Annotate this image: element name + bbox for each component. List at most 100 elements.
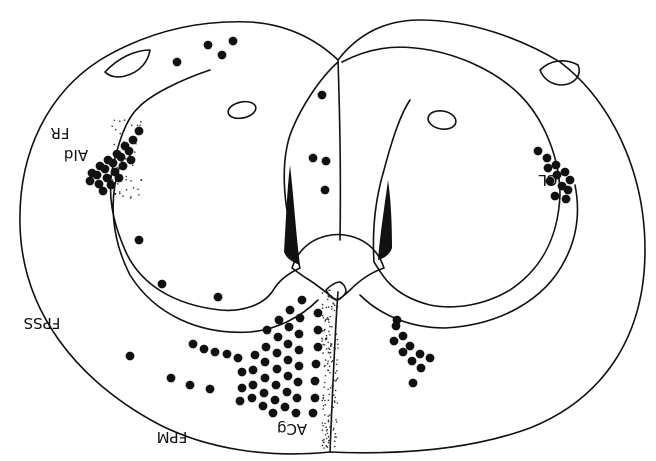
cell-dot xyxy=(214,293,223,302)
cell-dot xyxy=(284,372,293,381)
stipple-dot xyxy=(122,195,124,197)
cell-dot xyxy=(259,402,268,411)
stipple-dot xyxy=(336,421,338,423)
stipple-dot xyxy=(335,419,337,421)
stipple-dot xyxy=(330,343,332,345)
stipple-dot xyxy=(335,397,337,399)
stipple-dot xyxy=(328,321,330,323)
cell-dot xyxy=(551,192,560,201)
stipple-dot xyxy=(330,356,332,358)
central-notch xyxy=(292,235,384,301)
stipple-dot xyxy=(120,133,122,135)
stipple-dot xyxy=(322,352,324,354)
cell-dot xyxy=(416,350,425,359)
cell-dot xyxy=(173,58,182,67)
stipple-dot xyxy=(335,433,337,435)
stipple-dot xyxy=(330,316,332,318)
stipple-dot xyxy=(328,394,330,396)
cell-dot xyxy=(294,378,303,387)
stipple-dot xyxy=(322,307,324,309)
stipple-dot xyxy=(328,442,330,444)
cell-dot xyxy=(312,360,321,369)
stipple-dot xyxy=(327,293,329,295)
stipple-dot xyxy=(329,366,331,368)
cell-dot xyxy=(93,171,102,180)
stipple-dot xyxy=(328,421,330,423)
stipple-dot xyxy=(330,387,332,389)
stipple-dot xyxy=(328,352,330,354)
stipple-dot xyxy=(335,372,337,374)
cell-dot xyxy=(271,396,280,405)
stipple-dot xyxy=(330,436,332,438)
stipple-dot xyxy=(329,445,331,447)
label-cl: CL xyxy=(538,171,557,189)
stipple-dot xyxy=(111,125,113,127)
cell-dot xyxy=(99,187,108,196)
stipple-dot xyxy=(336,379,338,381)
stipple-dot xyxy=(334,446,336,448)
cell-dot xyxy=(295,330,304,339)
stipple-dot xyxy=(326,348,328,350)
labeled-cell-dots xyxy=(86,37,575,418)
stipple-dot xyxy=(322,422,324,424)
stipple-dot xyxy=(327,415,329,417)
stipple-dot xyxy=(331,326,333,328)
stipple-dot xyxy=(327,433,329,435)
stipple-dot xyxy=(324,414,326,416)
stipple-dot xyxy=(332,384,334,386)
cell-dot xyxy=(204,41,213,50)
stipple-dot xyxy=(331,306,333,308)
cell-dot xyxy=(311,394,320,403)
cell-dot xyxy=(296,314,305,323)
stipple-dot xyxy=(328,319,330,321)
stipple-dot xyxy=(137,189,139,191)
cell-dot xyxy=(314,326,323,335)
stipple-dot xyxy=(336,364,338,366)
stipple-dot xyxy=(325,359,327,361)
stipple-dot xyxy=(325,426,327,428)
stipple-dot xyxy=(328,306,330,308)
stipple-dot xyxy=(336,370,338,372)
cell-dot xyxy=(552,161,561,170)
stipple-dot xyxy=(325,404,327,406)
cell-dot xyxy=(534,147,543,156)
stipple-dot xyxy=(322,344,324,346)
stipple-dot xyxy=(326,318,328,320)
stipple-dot xyxy=(125,179,127,181)
stipple-dot xyxy=(329,414,331,416)
stipple-dot xyxy=(326,438,328,440)
stipple-dot xyxy=(335,336,337,338)
stipple-dot xyxy=(324,344,326,346)
stipple-dot xyxy=(335,348,337,350)
stipple-dot xyxy=(323,442,325,444)
stipple-dot xyxy=(333,347,335,349)
cell-dot xyxy=(261,374,270,383)
label-aid: AId xyxy=(64,146,88,164)
stipple-dot xyxy=(336,359,338,361)
stipple-dot xyxy=(324,365,326,367)
stipple-dot xyxy=(331,308,333,310)
cell-dot xyxy=(558,182,567,191)
stipple-dot xyxy=(333,303,335,305)
stipple-dot xyxy=(323,386,325,388)
stipple-dot xyxy=(334,436,336,438)
stipple-dot xyxy=(139,125,141,127)
stipple-dot xyxy=(329,426,331,428)
stipple-dot xyxy=(332,360,334,362)
cell-dot xyxy=(236,397,245,406)
stipple-dot xyxy=(134,151,136,153)
stipple-dot xyxy=(334,310,336,312)
cell-dot xyxy=(274,333,283,342)
stipple-dot xyxy=(140,121,142,123)
cell-dot xyxy=(200,345,209,354)
cell-dot xyxy=(543,154,552,163)
stipple-dot xyxy=(331,420,333,422)
cell-dot xyxy=(117,153,126,162)
stipple-dot xyxy=(115,129,117,131)
stipple-dot xyxy=(327,446,329,448)
stipple-dot xyxy=(131,125,133,127)
stipple-dot xyxy=(327,317,329,319)
stipple-dot xyxy=(328,419,330,421)
stipple-dot xyxy=(325,375,327,377)
